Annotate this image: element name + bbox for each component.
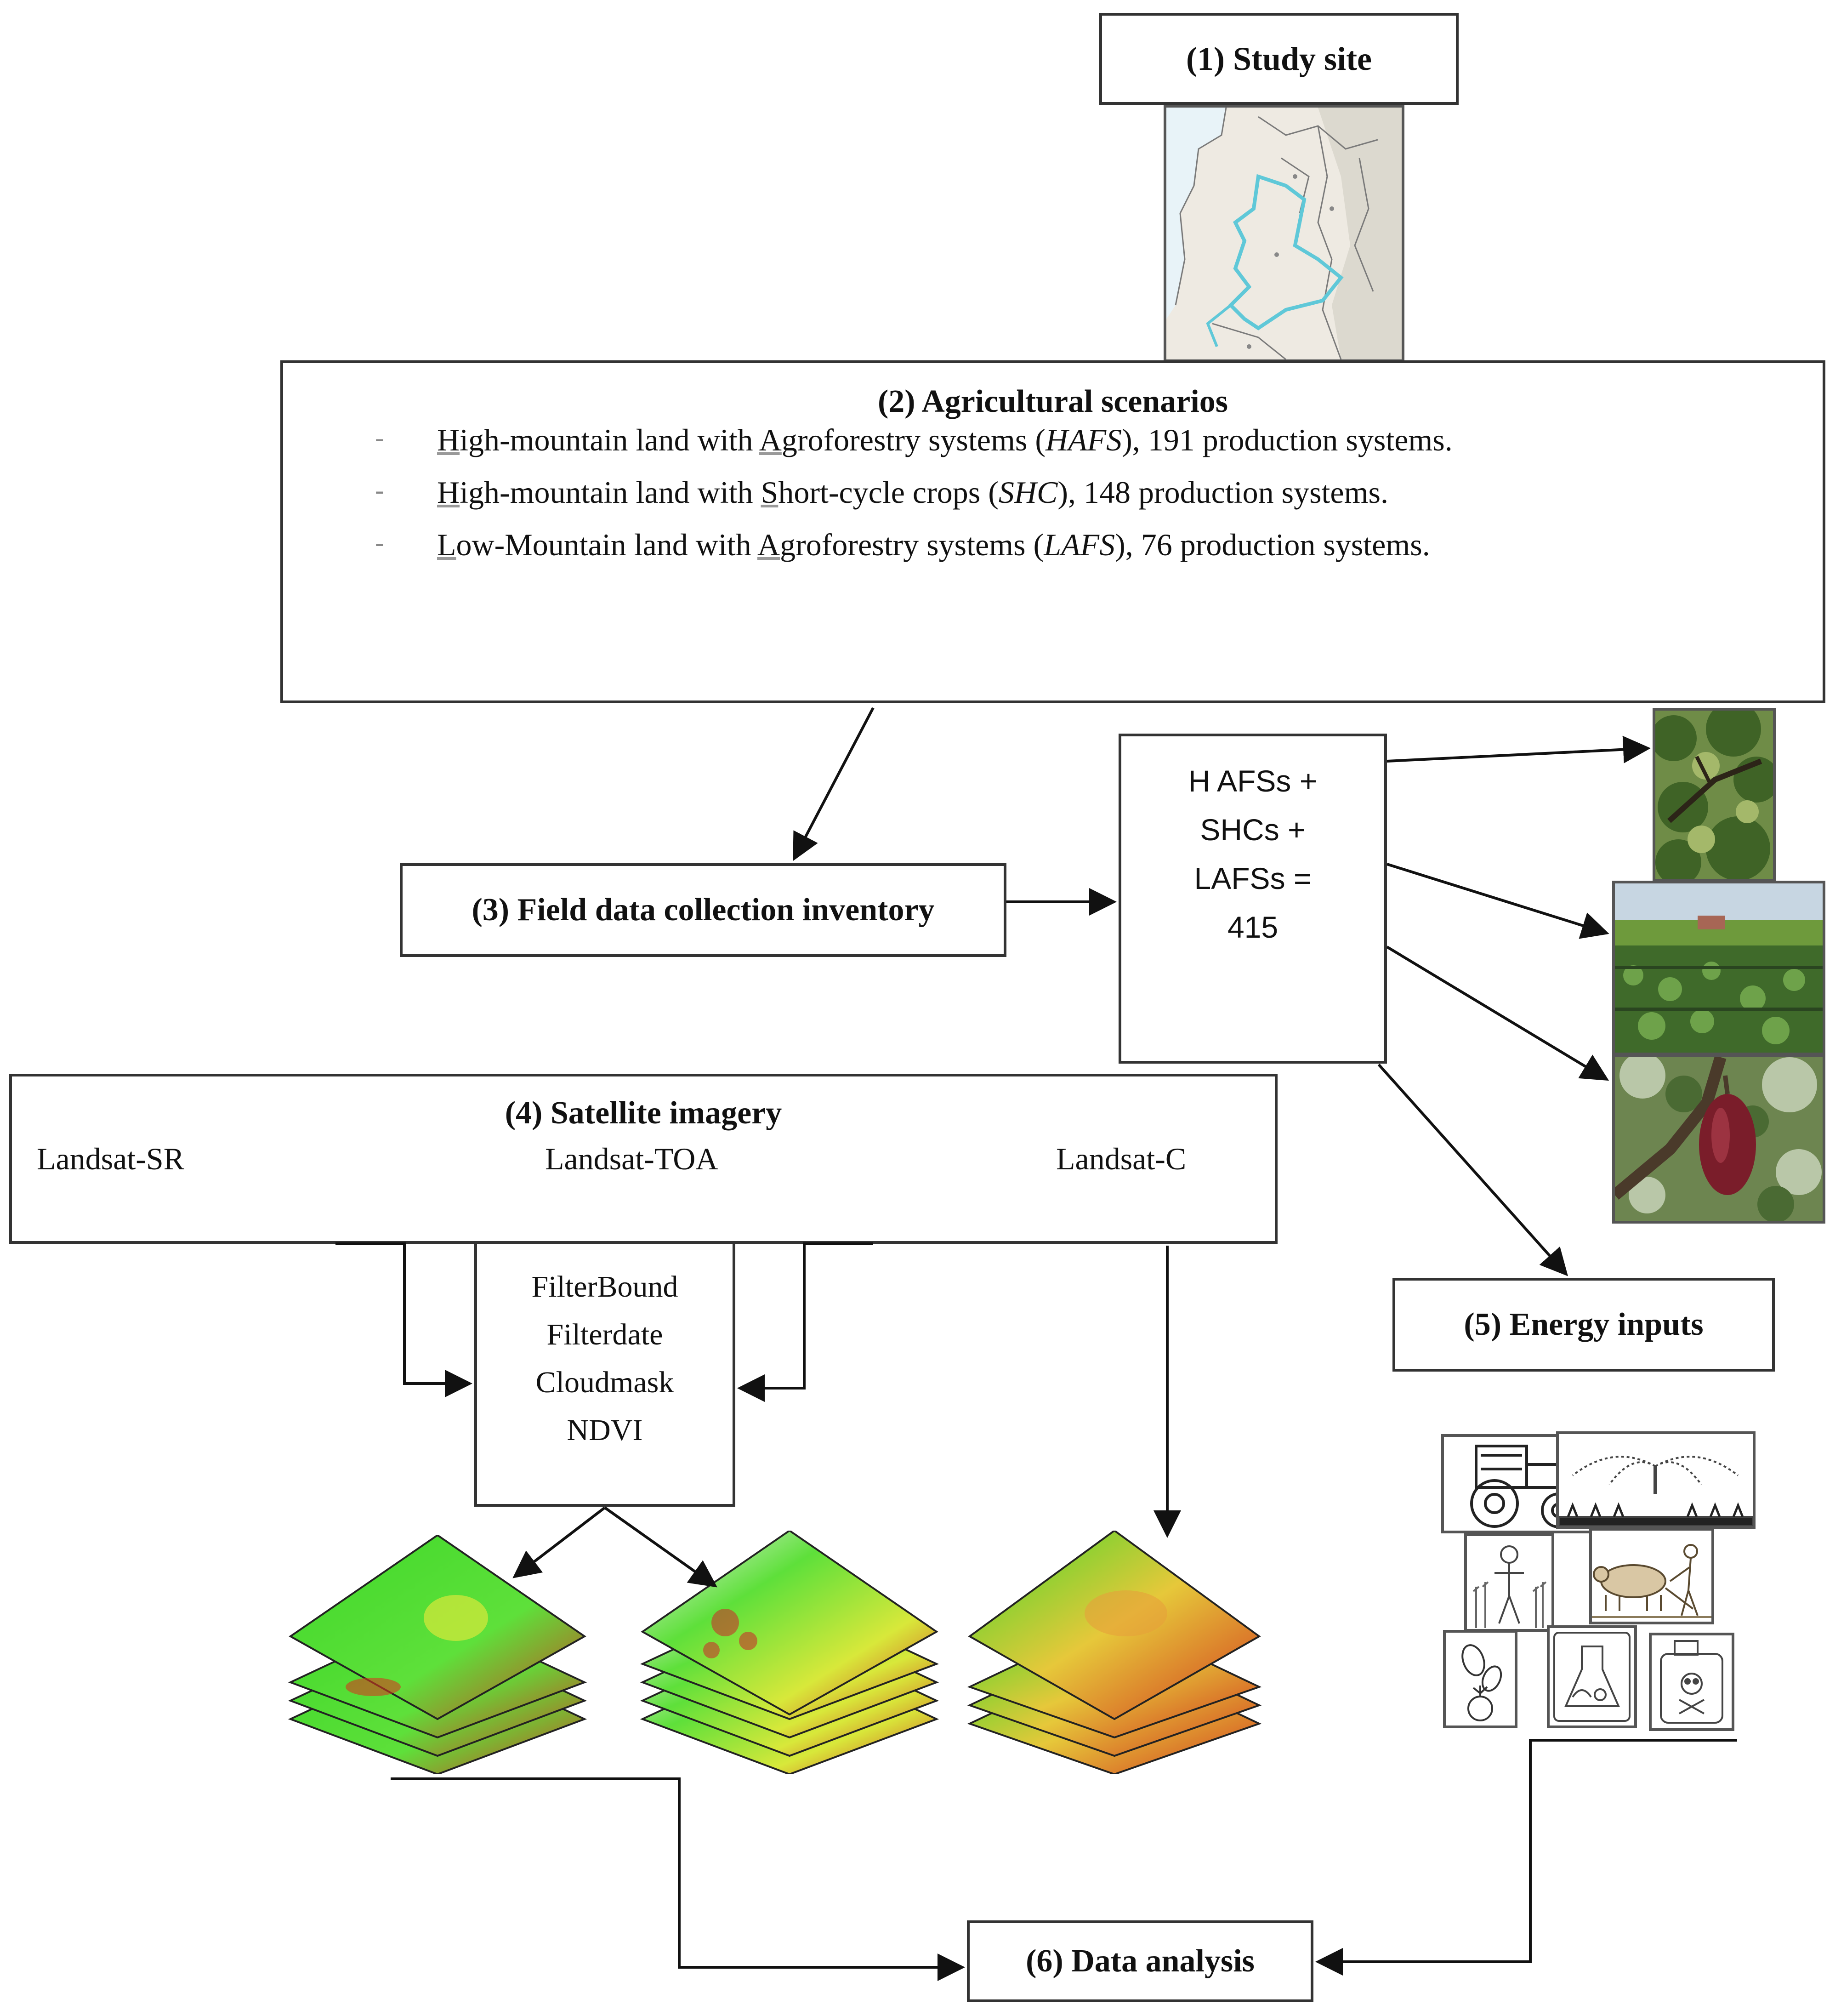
filter-line: Cloudmask: [535, 1366, 674, 1399]
data-analysis-title: (6) Data analysis: [1026, 1943, 1255, 1979]
source-landsat-c: Landsat-C: [1056, 1141, 1187, 1176]
scenario-item-lafs: - Low-Mountain land with Agroforestry sy…: [375, 527, 1430, 562]
satellite-imagery-box: (4) Satellite imagery Landsat-SR Landsat…: [9, 1074, 1278, 1244]
filter-line: FilterBound: [531, 1270, 678, 1304]
filter-line: NDVI: [567, 1413, 643, 1447]
agroforestry-photo: [1653, 708, 1776, 882]
bullet-dash: -: [375, 422, 384, 453]
ox-plough-icon: [1589, 1528, 1714, 1624]
agricultural-scenarios-box: (2) Agricultural scenarios - High-mounta…: [280, 360, 1825, 703]
field-data-title: (3) Field data collection inventory: [472, 892, 935, 928]
scenario-item-shc: - High-mountain land with Short-cycle cr…: [375, 475, 1388, 510]
farm-worker-icon: [1464, 1533, 1554, 1632]
sum-line: LAFSs =: [1194, 861, 1312, 895]
map-graphic: [1166, 108, 1402, 359]
processing-filters-box: FilterBound Filterdate Cloudmask NDVI: [474, 1241, 735, 1507]
bullet-dash: -: [375, 475, 384, 505]
ndvi-stack-landsat-c: [967, 1531, 1262, 1774]
bullet-dash: -: [375, 527, 384, 558]
sum-line: H AFSs +: [1188, 764, 1318, 798]
filter-line: Filterdate: [546, 1318, 663, 1351]
field-data-box: (3) Field data collection inventory: [400, 863, 1006, 957]
source-landsat-toa: Landsat-TOA: [545, 1141, 718, 1176]
energy-inputs-title: (5) Energy inputs: [1464, 1307, 1704, 1342]
source-landsat-sr: Landsat-SR: [37, 1141, 185, 1176]
cacao-pod-photo: [1612, 1054, 1825, 1224]
production-systems-sum-box: H AFSs + SHCs + LAFSs = 415: [1119, 734, 1387, 1064]
study-site-box: (1) Study site: [1099, 13, 1459, 105]
energy-inputs-box: (5) Energy inputs: [1392, 1278, 1775, 1372]
sprinkler-icon: [1556, 1431, 1756, 1529]
ndvi-stack-landsat-sr: [288, 1535, 587, 1774]
study-area-outline: [1228, 174, 1344, 330]
satellite-imagery-title: (4) Satellite imagery: [505, 1095, 782, 1131]
short-cycle-crops-photo: [1612, 881, 1825, 1055]
pesticide-icon: [1649, 1633, 1734, 1731]
scenario-item-hafs: - High-mountain land with Agroforestry s…: [375, 422, 1453, 457]
sum-line: SHCs +: [1200, 813, 1306, 847]
fertilizer-icon: [1547, 1625, 1637, 1728]
study-site-title: (1) Study site: [1186, 40, 1372, 77]
agricultural-scenarios-title: (2) Agricultural scenarios: [877, 384, 1228, 419]
data-analysis-box: (6) Data analysis: [967, 1920, 1313, 2002]
seeds-icon: [1443, 1630, 1517, 1728]
sum-total: 415: [1227, 910, 1278, 944]
ndvi-stack-landsat-toa: [640, 1531, 939, 1774]
